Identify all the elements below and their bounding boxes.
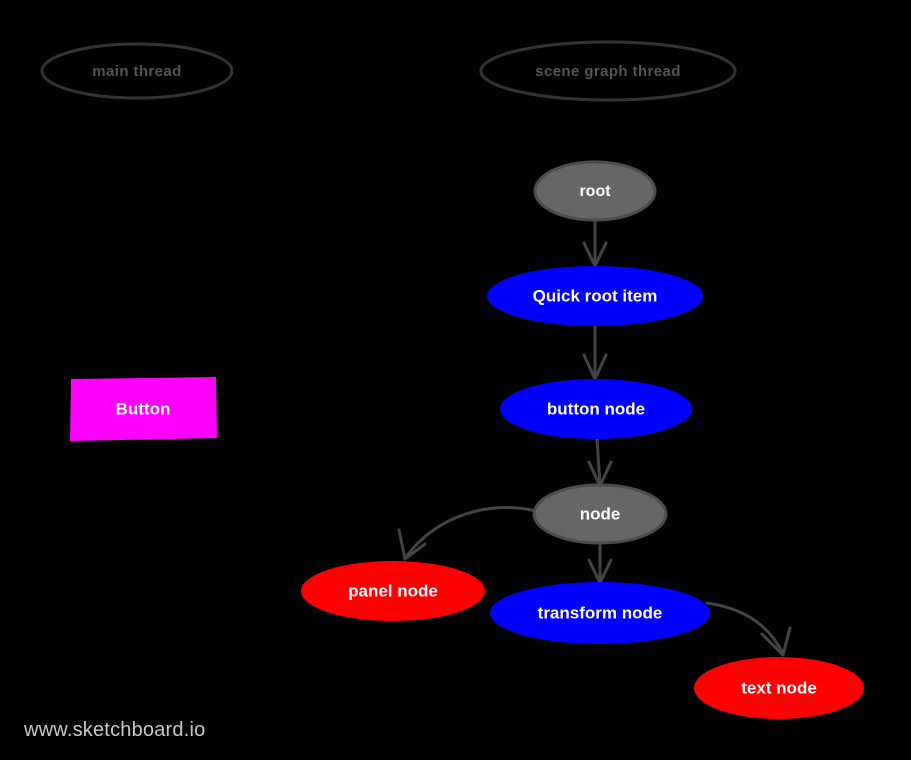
node-ellipse — [532, 483, 668, 545]
main-thread-ellipse — [40, 42, 234, 100]
transform-node-label: transform node — [538, 603, 663, 622]
button-rect — [70, 377, 217, 441]
node-transform-node[interactable]: transform node — [490, 582, 710, 644]
scene-graph-thread-ellipse — [479, 40, 737, 102]
node-node[interactable]: node — [532, 483, 668, 545]
node-button-node[interactable]: button node — [500, 379, 692, 439]
panel-node-ellipse — [301, 561, 485, 621]
root-label: root — [579, 183, 611, 200]
node-label: node — [580, 504, 621, 523]
edge-node-to-panel-node — [397, 506, 538, 561]
panel-node-label: panel node — [348, 581, 438, 600]
root-ellipse — [533, 160, 657, 222]
edge-node-to-transform-node — [587, 541, 613, 585]
text-node-ellipse — [694, 657, 864, 719]
node-panel-node[interactable]: panel node — [301, 561, 485, 621]
transform-node-ellipse — [490, 582, 710, 644]
scene-graph-thread-label: scene graph thread — [535, 63, 681, 80]
node-root[interactable]: root — [533, 160, 657, 222]
edge-button-node-to-node — [587, 437, 613, 488]
node-text-node[interactable]: text node — [694, 657, 864, 719]
node-quick-root-item[interactable]: Quick root item — [487, 266, 703, 326]
watermark: www.sketchboard.io — [23, 719, 205, 741]
button-shape[interactable]: Button — [70, 377, 217, 441]
button-node-label: button node — [547, 399, 645, 418]
quick-root-item-ellipse — [487, 266, 703, 326]
edge-root-to-quick-root-item — [582, 218, 608, 268]
lane-main-thread[interactable]: main thread — [40, 42, 234, 100]
main-thread-label: main thread — [92, 63, 181, 80]
edge-transform-node-to-text-node — [705, 601, 792, 657]
button-label: Button — [116, 399, 171, 418]
button-node-ellipse — [500, 379, 692, 439]
edge-quick-root-item-to-button-node — [582, 324, 608, 381]
quick-root-item-label: Quick root item — [533, 286, 658, 305]
text-node-label: text node — [741, 678, 817, 697]
lane-scene-graph-thread[interactable]: scene graph thread — [479, 40, 737, 102]
